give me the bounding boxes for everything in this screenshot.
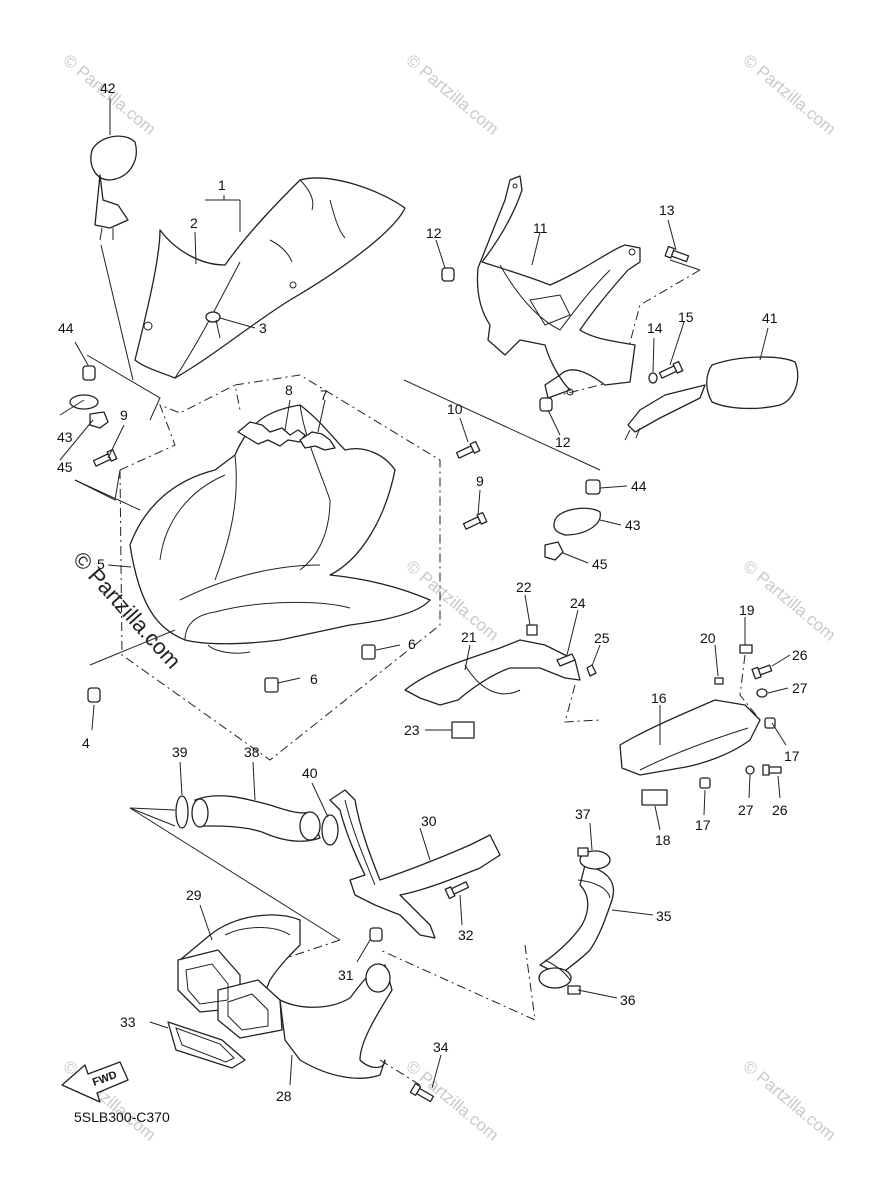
grommets-left bbox=[69, 365, 109, 703]
callout-42: 42 bbox=[100, 80, 116, 96]
bolts-9-10 bbox=[92, 440, 488, 530]
watermark: © Partzilla.com bbox=[739, 51, 839, 139]
callout-15: 15 bbox=[678, 309, 694, 325]
windshield-shape bbox=[134, 177, 406, 379]
cowling-box bbox=[119, 374, 441, 761]
callout-38: 38 bbox=[244, 744, 260, 760]
callout-28: 28 bbox=[276, 1088, 292, 1104]
callout-30: 30 bbox=[421, 813, 437, 829]
bolts-31-32 bbox=[369, 881, 470, 942]
callout-34: 34 bbox=[433, 1039, 449, 1055]
callout-17: 17 bbox=[784, 748, 800, 764]
mirror-right bbox=[624, 356, 799, 441]
callout-14: 14 bbox=[647, 320, 663, 336]
windshield-hole bbox=[289, 281, 297, 289]
callout-43: 43 bbox=[57, 429, 73, 445]
intake-duct-38 bbox=[175, 795, 339, 846]
callout-25: 25 bbox=[594, 630, 610, 646]
intake-hose-35 bbox=[538, 847, 615, 995]
callout-8: 8 bbox=[285, 382, 293, 398]
callout-7: 7 bbox=[320, 387, 328, 403]
callout-41: 41 bbox=[762, 310, 778, 326]
air-duct-28-29 bbox=[177, 914, 393, 1079]
callout-29: 29 bbox=[186, 887, 202, 903]
callout-6: 6 bbox=[310, 671, 318, 687]
callout-22: 22 bbox=[516, 579, 532, 595]
watermark: © Partzilla.com bbox=[739, 1057, 839, 1145]
callout-2: 2 bbox=[190, 215, 198, 231]
callout-33: 33 bbox=[120, 1014, 136, 1030]
callout-labels: 1 2 3 4 5 6 6 7 8 9 9 10 11 12 12 13 14 … bbox=[57, 80, 808, 1104]
callout-31: 31 bbox=[338, 967, 354, 983]
duct-guide-3 bbox=[379, 1059, 421, 1086]
callout-45: 45 bbox=[57, 459, 73, 475]
callout-6: 6 bbox=[408, 636, 416, 652]
callout-20: 20 bbox=[700, 630, 716, 646]
cowling-stay bbox=[476, 175, 641, 399]
callout-13: 13 bbox=[659, 202, 675, 218]
callout-9: 9 bbox=[476, 473, 484, 489]
callout-27: 27 bbox=[738, 802, 754, 818]
callout-43: 43 bbox=[625, 517, 641, 533]
bracket-30 bbox=[329, 789, 501, 939]
callout-17: 17 bbox=[695, 817, 711, 833]
callout-24: 24 bbox=[570, 595, 586, 611]
clip-nuts-6 bbox=[264, 644, 376, 693]
callout-26: 26 bbox=[772, 802, 788, 818]
callout-19: 19 bbox=[739, 602, 755, 618]
callout-9: 9 bbox=[120, 407, 128, 423]
stay-guide bbox=[559, 269, 701, 396]
callout-16: 16 bbox=[651, 690, 667, 706]
side-panel bbox=[619, 644, 782, 806]
callout-39: 39 bbox=[172, 744, 188, 760]
callout-1: 1 bbox=[218, 177, 226, 193]
windshield-hole bbox=[143, 321, 153, 331]
watermark: © Partzilla.com bbox=[739, 557, 839, 645]
duct-guide bbox=[379, 944, 536, 1021]
callout-12: 12 bbox=[426, 225, 442, 241]
callout-21: 21 bbox=[461, 629, 477, 645]
screw-3 bbox=[205, 311, 221, 339]
callout-12: 12 bbox=[555, 434, 571, 450]
callout-36: 36 bbox=[620, 992, 636, 1008]
callout-27: 27 bbox=[792, 680, 808, 696]
callout-3: 3 bbox=[259, 320, 267, 336]
diagram-code: 5SLB300-C370 bbox=[74, 1109, 170, 1125]
callout-32: 32 bbox=[458, 927, 474, 943]
windshield bbox=[134, 177, 406, 379]
callout-37: 37 bbox=[575, 806, 591, 822]
callout-40: 40 bbox=[302, 765, 318, 781]
seal-7-8 bbox=[237, 421, 336, 451]
panel-guide-2 bbox=[739, 654, 761, 721]
callout-26: 26 bbox=[792, 647, 808, 663]
callout-10: 10 bbox=[447, 401, 463, 417]
callout-5: 5 bbox=[97, 556, 105, 572]
callout-44: 44 bbox=[631, 478, 647, 494]
callout-4: 4 bbox=[82, 735, 90, 751]
bolt-34 bbox=[409, 1083, 435, 1103]
callout-11: 11 bbox=[533, 220, 548, 236]
callout-18: 18 bbox=[655, 832, 671, 848]
stay-fasteners bbox=[441, 245, 690, 412]
callout-45: 45 bbox=[592, 556, 608, 572]
inner-panel bbox=[404, 624, 597, 739]
watermark: © Partzilla.com bbox=[402, 51, 502, 139]
leader-lines bbox=[59, 98, 791, 1089]
windshield-notches bbox=[269, 179, 346, 263]
callout-35: 35 bbox=[656, 908, 672, 924]
panel-guide bbox=[564, 684, 601, 723]
seal-33 bbox=[167, 1021, 246, 1069]
mirror-left bbox=[90, 135, 137, 241]
callout-23: 23 bbox=[404, 722, 420, 738]
cowling-box-edge bbox=[119, 384, 236, 471]
fwd-arrow: FWD bbox=[61, 1061, 129, 1103]
callout-44: 44 bbox=[58, 320, 74, 336]
watermark: © Partzilla.com bbox=[402, 1057, 502, 1145]
grommets-right bbox=[544, 479, 601, 561]
